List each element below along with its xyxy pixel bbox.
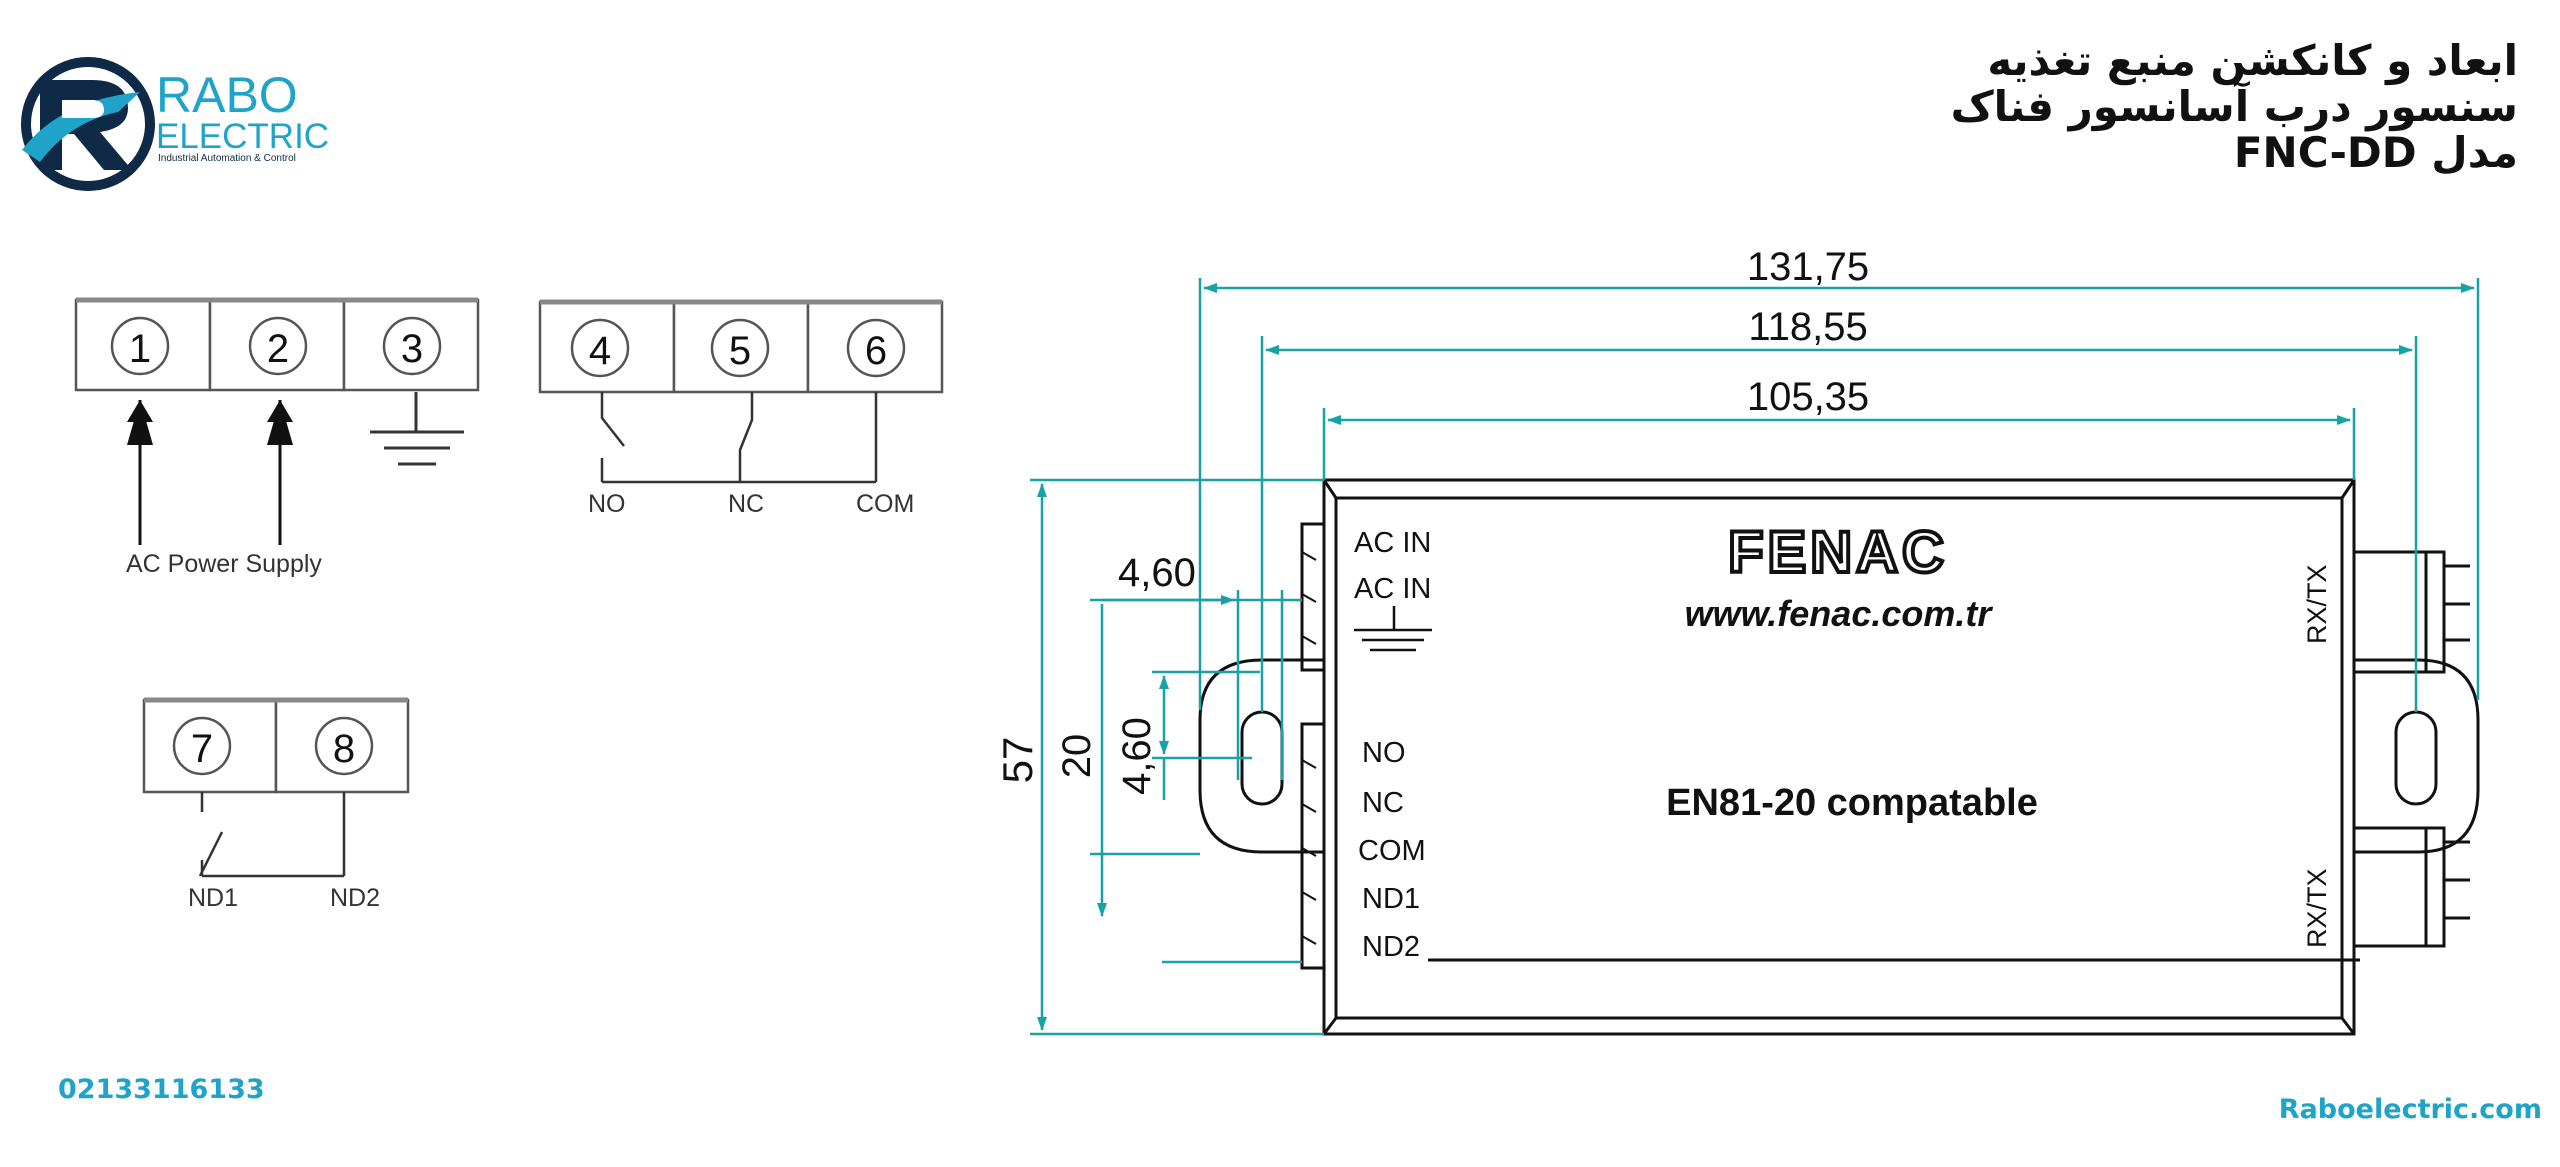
terminal-1: 1 bbox=[129, 327, 151, 371]
terminal-5: 5 bbox=[729, 329, 751, 373]
terminal-2: 2 bbox=[267, 327, 289, 371]
dim-height: 57 bbox=[994, 737, 1041, 784]
terminal-8: 8 bbox=[333, 727, 355, 771]
arrow-heads bbox=[127, 400, 293, 445]
terminal-3: 3 bbox=[401, 327, 423, 371]
fenac-url: www.fenac.com.tr bbox=[1685, 593, 1994, 634]
relay-nc-label: NC bbox=[728, 490, 764, 518]
nd2-label: ND2 bbox=[330, 884, 380, 912]
terminal-block-power bbox=[74, 297, 480, 392]
title-line-3: مدل FNC-DD bbox=[2233, 128, 2518, 177]
pin-no: NO bbox=[1362, 737, 1406, 769]
relay-wiring bbox=[600, 392, 878, 484]
connector-pins-left bbox=[1301, 551, 1317, 945]
port-rxtx-top: RX/TX bbox=[2302, 564, 2332, 644]
power-arrows bbox=[127, 400, 293, 545]
dim-pitch-top: 4,60 bbox=[1118, 551, 1196, 595]
relay-no-label: NO bbox=[588, 490, 626, 518]
compliance-text: EN81-20 compatable bbox=[1666, 782, 2038, 824]
title-line-1: ابعاد و کانکشن منبع تغذیه bbox=[1987, 36, 2518, 85]
logo-name-2: ELECTRIC bbox=[156, 117, 329, 156]
page-title: ابعاد و کانکشن منبع تغذیه سنسور درب آسان… bbox=[1951, 38, 2518, 176]
pin-ac-in-2: AC IN bbox=[1354, 573, 1431, 605]
connector-pins-right bbox=[2444, 564, 2470, 920]
dimension-lines bbox=[1030, 278, 2480, 1036]
terminal-block-relay bbox=[538, 299, 944, 394]
terminal-7: 7 bbox=[191, 727, 213, 771]
website-link[interactable]: Raboelectric.com bbox=[2278, 1094, 2542, 1125]
dim-middle: 118,55 bbox=[1748, 305, 1867, 349]
port-rxtx-bottom: RX/TX bbox=[2302, 868, 2332, 948]
terminal-4: 4 bbox=[589, 329, 611, 373]
logo-tagline: Industrial Automation & Control bbox=[158, 153, 296, 164]
pin-ground-symbol bbox=[1354, 606, 1432, 652]
ground-symbol bbox=[370, 392, 464, 466]
dim-height-small: 20 bbox=[1055, 734, 1099, 779]
pin-ac-in-1: AC IN bbox=[1354, 527, 1431, 559]
dim-overall: 131,75 bbox=[1747, 245, 1869, 289]
terminal-6: 6 bbox=[865, 329, 887, 373]
dim-inner: 105,35 bbox=[1747, 375, 1869, 419]
pin-nd1: ND1 bbox=[1362, 883, 1420, 915]
dim-pitch-side: 4,60 bbox=[1115, 717, 1159, 795]
title-line-2: سنسور درب آسانسور فناک bbox=[1950, 82, 2518, 131]
pin-nc: NC bbox=[1362, 787, 1404, 819]
rabo-logo: RABO ELECTRIC Industrial Automation & Co… bbox=[21, 57, 329, 191]
nd1-label: ND1 bbox=[188, 884, 238, 912]
power-supply-label: AC Power Supply bbox=[126, 550, 322, 578]
logo-name: RABO bbox=[156, 67, 298, 123]
fenac-logo: FENAC bbox=[1728, 520, 1948, 585]
pin-nd2: ND2 bbox=[1362, 931, 1420, 963]
relay-com-label: COM bbox=[856, 490, 914, 518]
pin-com: COM bbox=[1358, 835, 1426, 867]
phone-number: 02133116133 bbox=[58, 1074, 265, 1105]
nd-wiring bbox=[198, 792, 346, 878]
terminal-block-nd bbox=[142, 697, 410, 794]
